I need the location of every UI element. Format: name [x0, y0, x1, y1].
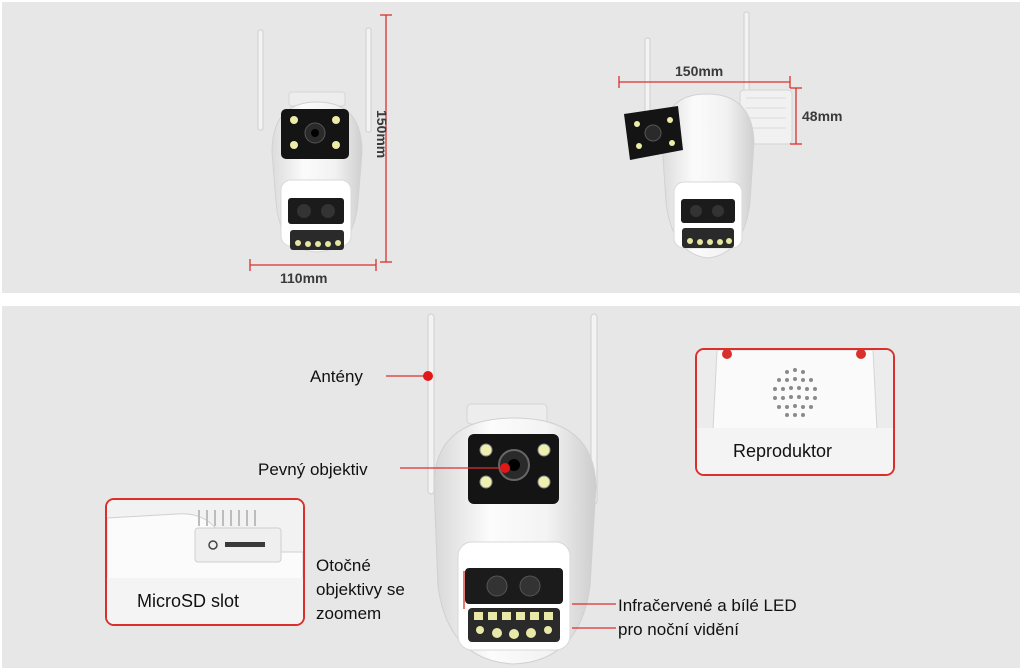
speaker-grille [773, 368, 817, 417]
rotating-lenses-line-3: zoomem [316, 604, 382, 623]
side-width-dimension-label: 150mm [675, 63, 724, 79]
antenna-left [427, 313, 435, 495]
width-dimension-label: 110mm [280, 270, 328, 286]
speaker-caption: Reproduktor [697, 428, 893, 474]
zoom-lens-module [465, 568, 563, 604]
dimensions-panel: 150mm 110mm 150mm 48mm [2, 2, 1020, 293]
speaker-callout: Reproduktor [695, 348, 895, 476]
camera-large [427, 313, 598, 665]
antennas-label: Antény [310, 367, 363, 386]
side-width-dimension-line [618, 76, 791, 88]
height-dimension-label: 150mm [374, 110, 390, 159]
rotating-lenses-label: Otočné objektivy se zoomem [316, 554, 405, 626]
microsd-callout: MicroSD slot [105, 498, 305, 626]
depth-dimension-line [790, 87, 802, 145]
fixed-lens-label: Pevný objektiv [258, 460, 368, 479]
camera-front-view [257, 27, 372, 253]
width-dimension-line [249, 259, 377, 271]
camera-side-view [624, 11, 793, 259]
leds-line-1: Infračervené a bílé LED [618, 596, 797, 615]
leds-line-2: pro noční vidění [618, 620, 739, 639]
reset-hole [208, 540, 218, 550]
height-dimension-line [380, 14, 392, 263]
antennas-marker [423, 371, 433, 381]
fixed-lens-marker [500, 463, 510, 473]
rotating-lenses-line-2: objektivy se [316, 580, 405, 599]
microsd-caption: MicroSD slot [107, 578, 303, 624]
leds-label: Infračervené a bílé LED pro noční vidění [618, 594, 797, 642]
rotating-lenses-line-1: Otočné [316, 556, 371, 575]
camera-feature-drawing [386, 313, 616, 665]
dimension-drawings [249, 11, 802, 271]
microsd-slot-opening [225, 542, 265, 547]
features-panel: Antény Pevný objektiv Otočné objektivy s… [2, 306, 1020, 668]
depth-dimension-label: 48mm [802, 108, 843, 124]
